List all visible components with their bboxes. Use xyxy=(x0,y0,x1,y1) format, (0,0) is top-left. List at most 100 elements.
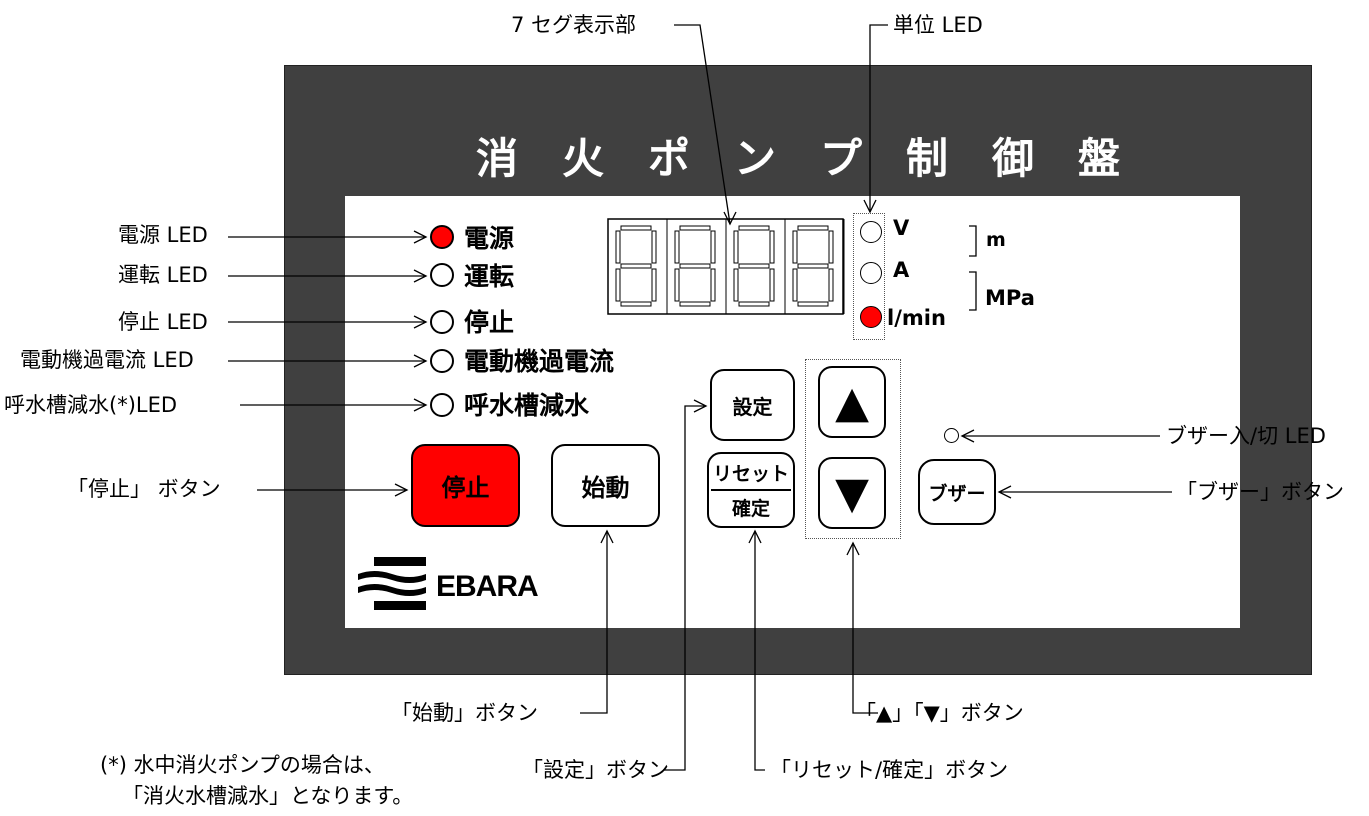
leader-unit-led xyxy=(869,24,888,212)
seven-seg-segment xyxy=(679,301,711,307)
seven-seg-segment xyxy=(797,225,829,231)
tank-low-led xyxy=(430,393,454,417)
panel-title-char: 盤 xyxy=(1078,134,1121,183)
seven-seg-segment xyxy=(738,301,770,307)
leader-seven-seg xyxy=(674,24,731,225)
setting-button[interactable]: 設定 xyxy=(710,369,795,441)
overcurrent-led xyxy=(430,349,454,373)
running-led-label: 運転 xyxy=(464,262,515,291)
running-led xyxy=(430,263,454,287)
seven-seg-segment xyxy=(733,230,739,264)
unit-a-label: A xyxy=(893,258,910,282)
arrow-running-led xyxy=(413,269,428,283)
unit-v-label: V xyxy=(893,216,910,240)
stopped-led xyxy=(430,310,454,334)
seven-seg-segment xyxy=(792,268,798,302)
arrow-buzzer-button xyxy=(997,485,1012,499)
down-button[interactable]: ▼ xyxy=(818,457,886,529)
arrow-updown-button xyxy=(846,541,860,556)
seven-seg-segment xyxy=(738,263,770,269)
arrow-overcurrent-led xyxy=(413,354,428,368)
logo-icon xyxy=(358,557,426,610)
callout-unit-led: 単位 LED xyxy=(893,13,983,37)
panel-title-char: 御 xyxy=(992,134,1035,183)
callout-updown-button: 「▲」「▼」ボタン xyxy=(855,701,1024,725)
unit-lmin-led xyxy=(860,306,882,328)
arrow-buzzer-led xyxy=(960,429,975,443)
start-button[interactable]: 始動 xyxy=(551,444,660,527)
arrow-power-led xyxy=(413,230,428,244)
seven-seg-segment xyxy=(828,268,834,302)
arrow-setting-button xyxy=(693,399,708,413)
overcurrent-led-label: 電動機過電流 xyxy=(464,347,615,376)
unit-v-led xyxy=(860,221,882,243)
unit-led-group xyxy=(853,213,885,340)
ebara-logo-text: EBARA xyxy=(436,570,539,603)
arrow-start-button xyxy=(600,529,614,544)
power-led-label: 電源 xyxy=(464,224,515,253)
seven-seg-segment xyxy=(620,263,652,269)
callout-running-led: 運転 LED xyxy=(118,263,208,287)
reset-label: リセット xyxy=(710,459,791,491)
footnote-line2: 「消火水槽減水」となります。 xyxy=(122,784,414,808)
seven-seg-segment xyxy=(620,225,652,231)
tank-low-led-label: 呼水槽減水 xyxy=(464,391,590,420)
callout-buzzer-led: ブザー入/切 LED xyxy=(1166,424,1326,448)
callout-start-button: 「始動」ボタン xyxy=(391,701,538,725)
stopped-led-label: 停止 xyxy=(464,308,515,337)
seven-seg-segment xyxy=(679,225,711,231)
seven-seg-segment xyxy=(615,230,621,264)
power-led xyxy=(430,225,454,249)
unit-m-label: m xyxy=(986,229,1006,251)
seven-seg-segment xyxy=(615,268,621,302)
leader-start-button xyxy=(580,531,608,714)
arrow-reset-button xyxy=(748,529,762,544)
arrow-stop-led xyxy=(413,315,428,329)
panel-title-char: 火 xyxy=(561,134,604,183)
seven-seg-segment xyxy=(674,230,680,264)
confirm-label: 確定 xyxy=(731,498,770,520)
seven-seg-segment xyxy=(710,268,716,302)
footnote-line1: (*) 水中消火ポンプの場合は、 xyxy=(100,753,385,777)
seven-seg-segment xyxy=(797,263,829,269)
seven-seg-segment xyxy=(769,230,775,264)
seven-seg-segment xyxy=(828,230,834,264)
callout-buzzer-button: 「ブザー」ボタン xyxy=(1176,480,1344,504)
seven-seg-segment xyxy=(710,230,716,264)
buzzer-led xyxy=(944,428,959,443)
leader-setting-button xyxy=(663,405,706,771)
leader-reset-button xyxy=(754,531,765,771)
unit-bracket-m xyxy=(969,225,977,257)
arrow-unit-led xyxy=(863,199,877,214)
seven-seg-segment xyxy=(651,230,657,264)
panel-title-char: ポ xyxy=(647,134,690,183)
callout-tank-led: 呼水槽減水(*)LED xyxy=(4,393,178,417)
seven-seg-segment xyxy=(674,268,680,302)
leader-updown-button xyxy=(852,543,878,714)
panel-title-char: 制 xyxy=(906,134,949,183)
panel-title-char: ン xyxy=(733,134,776,183)
arrow-stop-button xyxy=(394,483,409,497)
callout-setting-button: 「設定」ボタン xyxy=(522,758,669,782)
unit-lmin-label: l/min xyxy=(887,306,946,330)
callout-stop-led: 停止 LED xyxy=(118,310,208,334)
seven-seg-segment xyxy=(738,225,770,231)
seven-seg-segment xyxy=(792,230,798,264)
seven-seg-segment xyxy=(797,301,829,307)
seven-seg-segment xyxy=(679,263,711,269)
up-button[interactable]: ▲ xyxy=(818,366,886,438)
unit-mpa-label: MPa xyxy=(985,286,1035,310)
seven-seg-segment xyxy=(620,301,652,307)
panel-title-char: 消 xyxy=(475,134,518,183)
callout-seven-seg: 7 セグ表示部 xyxy=(511,13,637,37)
callout-stop-button: 「停止」 ボタン xyxy=(67,477,221,501)
arrow-tank-led xyxy=(413,398,428,412)
buzzer-button[interactable]: ブザー xyxy=(918,459,996,525)
callout-overcurrent-led: 電動機過電流 LED xyxy=(20,348,194,372)
arrow-button-group xyxy=(805,359,901,539)
unit-bracket-mpa xyxy=(969,271,977,311)
stop-button[interactable]: 停止 xyxy=(411,444,520,527)
reset-confirm-button[interactable]: リセット 確定 xyxy=(707,452,795,528)
